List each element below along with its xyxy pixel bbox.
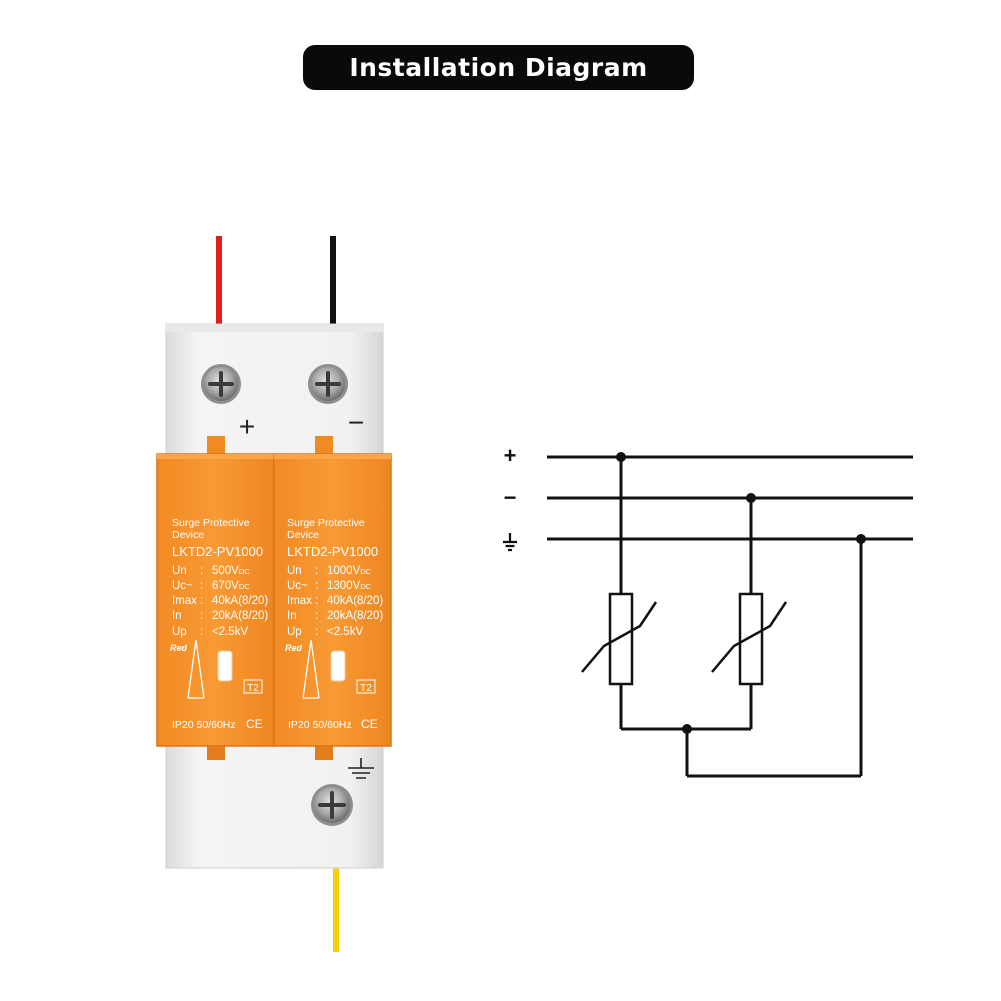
module-title: Surge Protective: [287, 517, 365, 529]
spec-value: 670VDC: [212, 580, 250, 592]
wiring-schematic: [547, 455, 913, 778]
spec-value: 20kA(8/20): [212, 610, 268, 622]
ground-icon: [503, 533, 517, 552]
terminal-minus-label: −: [348, 407, 364, 438]
spec-key: Up: [287, 626, 302, 638]
page-title: Installation Diagram: [349, 53, 648, 82]
spd-module-2[interactable]: Surge Protective Device LKTD2-PV1000 Un …: [273, 453, 392, 747]
bus-minus-label: −: [504, 485, 517, 510]
module-tab: [207, 436, 225, 456]
screw-icon[interactable]: [308, 364, 348, 404]
svg-text::: :: [200, 580, 203, 592]
spec-key: Uc~: [172, 580, 193, 592]
spec-key: In: [287, 610, 297, 622]
positive-wire: [216, 236, 222, 326]
module-model: LKTD2-PV1000: [287, 544, 378, 559]
varistor-symbol: [608, 592, 634, 686]
screw-icon[interactable]: [201, 364, 241, 404]
spec-key: Un: [172, 565, 187, 577]
spec-key: Up: [172, 626, 187, 638]
spec-key: Uc~: [287, 580, 308, 592]
svg-text::: :: [200, 610, 203, 622]
title-banner: Installation Diagram: [303, 45, 694, 90]
spec-value: 40kA(8/20): [212, 595, 268, 607]
spec-value: 500VDC: [212, 565, 250, 577]
spec-key: Imax: [172, 595, 197, 607]
arrow-indicator-icon: [302, 639, 320, 699]
module-subtitle: Device: [172, 529, 204, 541]
svg-text::: :: [315, 565, 318, 577]
ce-mark: CE: [361, 717, 378, 731]
module-footer: IP20 50/60Hz: [288, 719, 352, 731]
spec-key: Imax: [287, 595, 312, 607]
negative-wire: [330, 236, 336, 326]
class-badge: T2: [247, 683, 259, 694]
spec-key: Un: [287, 565, 302, 577]
spec-value: 1300VDC: [327, 580, 372, 592]
spec-value: 40kA(8/20): [327, 595, 383, 607]
module-tab: [207, 744, 225, 760]
svg-text::: :: [200, 595, 203, 607]
spec-key: In: [172, 610, 182, 622]
spec-value: 20kA(8/20): [327, 610, 383, 622]
svg-text::: :: [200, 565, 203, 577]
ground-wire: [333, 868, 339, 952]
svg-text::: :: [200, 626, 203, 638]
spec-value: <2.5kV: [327, 626, 363, 638]
indicator-label: Red: [170, 643, 188, 653]
ground-icon: [348, 758, 374, 779]
svg-text::: :: [315, 580, 318, 592]
ce-mark: CE: [246, 717, 263, 731]
bus-plus-label: +: [504, 443, 517, 468]
spec-value: <2.5kV: [212, 626, 248, 638]
junction-dots: [616, 452, 866, 734]
varistor-symbol: [738, 592, 764, 686]
module-tab: [315, 744, 333, 760]
spd-module-1[interactable]: Surge Protective Device LKTD2-PV1000 Un …: [156, 453, 275, 747]
screw-icon[interactable]: [311, 784, 353, 826]
svg-text::: :: [315, 595, 318, 607]
module-title: Surge Protective: [172, 517, 250, 529]
svg-text::: :: [315, 610, 318, 622]
status-window: [330, 650, 346, 682]
status-window: [217, 650, 233, 682]
svg-text::: :: [315, 626, 318, 638]
arrow-indicator-icon: [187, 639, 205, 699]
module-subtitle: Device: [287, 529, 319, 541]
terminal-plus-label: +: [239, 411, 255, 442]
spec-value: 1000VDC: [327, 565, 372, 577]
module-tab: [315, 436, 333, 456]
class-badge: T2: [360, 683, 372, 694]
indicator-label: Red: [285, 643, 303, 653]
module-model: LKTD2-PV1000: [172, 544, 263, 559]
module-footer: IP20 50/60Hz: [172, 719, 236, 731]
